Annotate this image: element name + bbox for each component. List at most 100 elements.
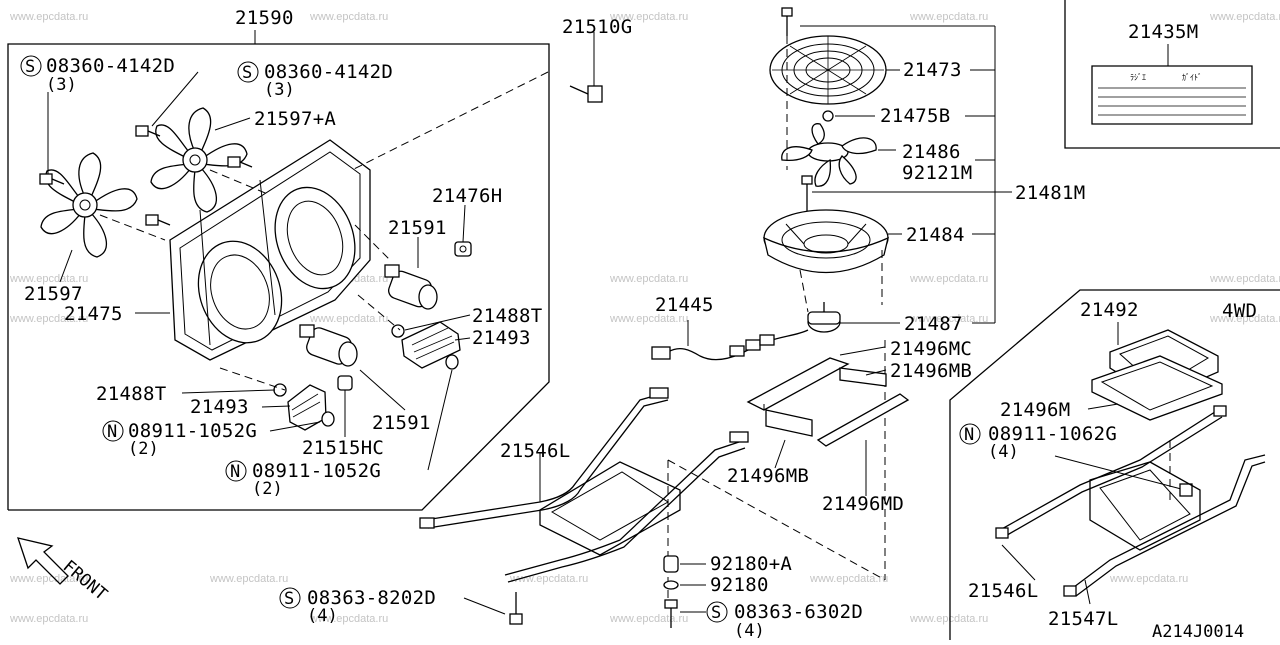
fan-21597[interactable]	[40, 152, 138, 258]
part-label-21493-upper[interactable]: 21493	[472, 327, 531, 349]
part-label-21487[interactable]: 21487	[904, 313, 963, 335]
watermark: www.epcdata.ru	[309, 11, 388, 23]
watermark: www.epcdata.ru	[909, 313, 988, 325]
part-label-21496M[interactable]: 21496M	[1000, 399, 1070, 421]
bracket-21546L-4wd[interactable]	[995, 405, 1227, 551]
svg-text:S: S	[284, 589, 294, 609]
screw-21481M[interactable]	[801, 175, 813, 212]
svg-text:N: N	[107, 422, 117, 442]
svg-text:08911-1062G: 08911-1062G	[988, 423, 1117, 445]
nut-lower[interactable]	[321, 411, 335, 427]
fan-housing-21484[interactable]	[763, 209, 889, 274]
part-label-21510G[interactable]: 21510G	[562, 16, 632, 38]
fastener-08360-4142D-right[interactable]: S 08360-4142D (3)	[237, 61, 393, 100]
part-label-21484[interactable]: 21484	[906, 224, 965, 246]
insulator-21496M[interactable]	[1091, 355, 1223, 421]
bolt-08360-4142D-left[interactable]	[39, 173, 65, 185]
watermark: www.epcdata.ru	[1109, 573, 1188, 585]
insulator-21496MB-lower[interactable]	[765, 409, 813, 437]
part-label-21591-lower[interactable]: 21591	[372, 412, 431, 434]
part-label-21547L[interactable]: 21547L	[1048, 608, 1118, 630]
part-label-21492[interactable]: 21492	[1080, 299, 1139, 321]
part-label-21493-lower[interactable]: 21493	[190, 396, 249, 418]
part-label-21476H[interactable]: 21476H	[432, 185, 502, 207]
part-label-21597[interactable]: 21597	[24, 283, 83, 305]
watermark: www.epcdata.ru	[9, 613, 88, 625]
bolt-08363-6302D[interactable]: S 08363-6302D (4)	[664, 599, 863, 641]
watermark: www.epcdata.ru	[909, 273, 988, 285]
part-label-21488T-lower[interactable]: 21488T	[96, 383, 166, 405]
nut-21475B[interactable]	[822, 110, 834, 122]
insulator-21496MB-upper[interactable]	[839, 367, 887, 387]
bolt-extra-2[interactable]	[227, 156, 253, 168]
motor-21487[interactable]	[807, 302, 841, 333]
bolt-21510G[interactable]	[569, 85, 603, 103]
watermark: www.epcdata.ru	[609, 613, 688, 625]
part-label-21591-upper[interactable]: 21591	[388, 217, 447, 239]
motor-21591-lower[interactable]	[299, 324, 358, 367]
svg-text:92180+A: 92180+A	[710, 553, 792, 575]
part-label-21515HC[interactable]: 21515HC	[302, 437, 384, 459]
part-label-21473[interactable]: 21473	[903, 59, 962, 81]
nut-upper[interactable]	[445, 354, 459, 370]
part-label-21496MD[interactable]: 21496MD	[822, 493, 904, 515]
insulator-21496MC[interactable]	[746, 357, 850, 411]
clip-21515HC[interactable]	[337, 375, 353, 391]
bolt-08363-8202D[interactable]: S 08363-8202D (4)	[279, 587, 523, 626]
nut-4wd[interactable]	[1179, 483, 1193, 497]
damper-92180-plus-a[interactable]: 92180+A	[663, 553, 792, 575]
part-label-21496MC[interactable]: 21496MC	[890, 338, 972, 360]
svg-text:S: S	[711, 603, 721, 623]
fan-guard-21473[interactable]	[769, 35, 887, 105]
fastener-08911-1052G-lower[interactable]: N 08911-1052G (2)	[225, 460, 381, 499]
watermark: www.epcdata.ru	[9, 313, 88, 325]
part-label-21496MB-lower[interactable]: 21496MB	[727, 465, 809, 487]
part-label-21496MB-upper[interactable]: 21496MB	[890, 360, 972, 382]
grommet-21476H[interactable]	[454, 241, 472, 257]
section-4wd: 4WD 21492 21496M N 08911-1062G (4)	[949, 289, 1280, 640]
clip-21488T-upper[interactable]	[391, 324, 405, 338]
part-label-21597-plus-a[interactable]: 21597+A	[254, 108, 336, 130]
insulator-21496MD[interactable]	[816, 393, 910, 447]
fan-21597-plus-a[interactable]	[150, 107, 248, 213]
watermark: www.epcdata.ru	[9, 273, 88, 285]
part-label-21590[interactable]: 21590	[235, 7, 294, 29]
fan-21486[interactable]	[781, 123, 877, 187]
harness-21445[interactable]: 21445	[651, 294, 809, 361]
label-plate-21435M[interactable]: ﾗｼﾞｴ ｶﾞｲﾄﾞ	[1091, 65, 1253, 125]
insulators-group: 21496MC 21496MB 21496MB 21496MD	[727, 338, 972, 515]
svg-text:08363-8202D: 08363-8202D	[307, 587, 436, 609]
fastener-08911-1052G-upper[interactable]: N 08911-1052G (2)	[102, 420, 257, 459]
part-label-21488T-upper[interactable]: 21488T	[472, 305, 542, 327]
fastener-08360-4142D-left[interactable]: S 08360-4142D (3)	[20, 55, 175, 95]
resistor-21493-lower[interactable]	[287, 384, 327, 431]
part-label-21546L-center: 21546L	[500, 440, 570, 462]
svg-text:ﾗｼﾞｴ: ﾗｼﾞｴ	[1130, 73, 1146, 82]
shroud-21475[interactable]	[169, 139, 371, 361]
washer-92180[interactable]: 92180	[663, 574, 769, 596]
part-label-21481M[interactable]: 21481M	[1015, 182, 1085, 204]
svg-text:N: N	[230, 462, 240, 482]
part-label-21475[interactable]: 21475	[64, 303, 123, 325]
bolt-08360-4142D-right[interactable]	[135, 125, 161, 137]
part-label-92121M[interactable]: 92121M	[902, 162, 972, 184]
bracket-21547L[interactable]	[1063, 454, 1266, 597]
svg-text:(2): (2)	[128, 439, 159, 459]
motor-21591-upper[interactable]	[384, 264, 438, 310]
screw-top[interactable]	[781, 7, 793, 36]
part-label-21546L-4wd[interactable]: 21546L	[968, 580, 1038, 602]
bracket-21546L-center[interactable]: 21546L	[419, 387, 886, 600]
part-label-21435M[interactable]: 21435M	[1128, 21, 1198, 43]
front-direction-arrow: FRONT	[17, 537, 111, 605]
watermark: www.epcdata.ru	[909, 11, 988, 23]
watermark: www.epcdata.ru	[809, 573, 888, 585]
bolt-extra-1[interactable]	[145, 214, 171, 226]
svg-text:(4): (4)	[307, 606, 338, 626]
watermark: www.epcdata.ru	[1209, 273, 1280, 285]
fastener-08911-1062G[interactable]: N 08911-1062G (4)	[959, 423, 1117, 462]
part-label-21475B[interactable]: 21475B	[880, 105, 950, 127]
part-label-21486[interactable]: 21486	[902, 141, 961, 163]
svg-text:ｶﾞｲﾄﾞ: ｶﾞｲﾄﾞ	[1182, 73, 1202, 82]
